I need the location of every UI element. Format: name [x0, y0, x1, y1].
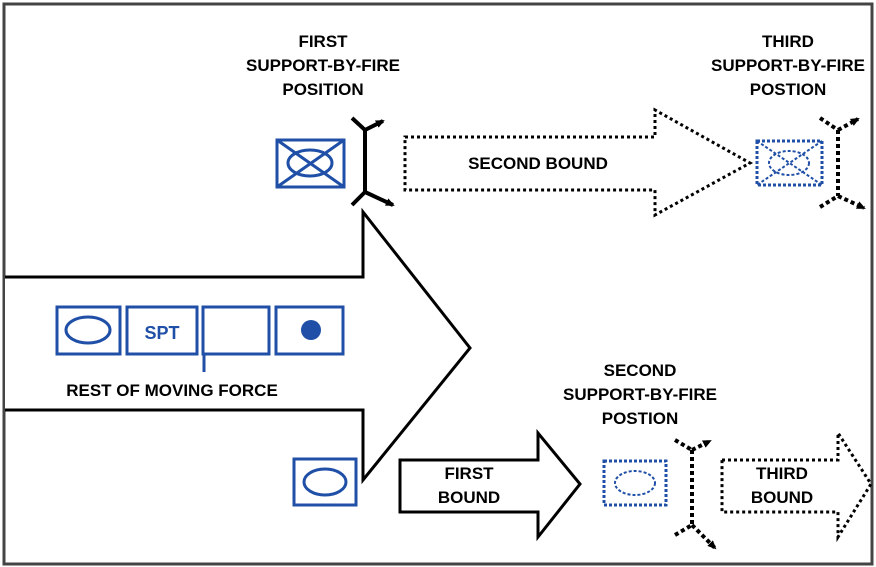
first-sbf-line2: SUPPORT-BY-FIRE	[246, 56, 400, 75]
third-sbf-position-icon	[818, 116, 866, 210]
second-sbf-line2: SUPPORT-BY-FIRE	[563, 385, 717, 404]
third-sbf-line1: THIRD	[762, 32, 814, 51]
dot-unit-icon	[274, 305, 345, 356]
second-sbf-labels: SECOND SUPPORT-BY-FIRE POSTION	[563, 361, 717, 428]
mech-unit-planned-icon	[602, 459, 668, 507]
headquarters-flag-icon	[201, 305, 271, 372]
first-sbf-line3: POSITION	[282, 80, 363, 99]
first-bound-line1: FIRST	[444, 464, 494, 483]
first-bound-line2: BOUND	[438, 488, 500, 507]
support-unit-icon: SPT	[125, 305, 199, 356]
second-sbf-line1: SECOND	[604, 361, 677, 380]
third-sbf-line2: SUPPORT-BY-FIRE	[711, 56, 865, 75]
third-bound-line1: THIRD	[756, 464, 808, 483]
third-bound-line2: BOUND	[751, 488, 813, 507]
first-sbf-labels: FIRST SUPPORT-BY-FIRE POSITION	[246, 32, 400, 99]
first-sbf-line1: FIRST	[298, 32, 348, 51]
first-sbf-position-icon	[350, 116, 395, 207]
third-sbf-line3: POSTION	[750, 80, 827, 99]
second-bound-label: SECOND BOUND	[468, 154, 608, 173]
second-bound-arrow	[403, 107, 754, 218]
armor-unit-icon	[275, 138, 346, 189]
rest-of-moving-force-label: REST OF MOVING FORCE	[66, 381, 278, 400]
mech-unit-lower-icon	[292, 457, 358, 507]
spt-label: SPT	[144, 323, 179, 343]
armor-unit-planned-icon	[755, 139, 824, 187]
second-sbf-position-icon	[673, 438, 717, 550]
first-bound-arrow	[398, 428, 582, 542]
second-sbf-line3: POSTION	[602, 409, 679, 428]
third-sbf-labels: THIRD SUPPORT-BY-FIRE POSTION	[711, 32, 865, 99]
mech-unit-icon	[55, 305, 122, 356]
third-bound-arrow	[720, 427, 873, 543]
